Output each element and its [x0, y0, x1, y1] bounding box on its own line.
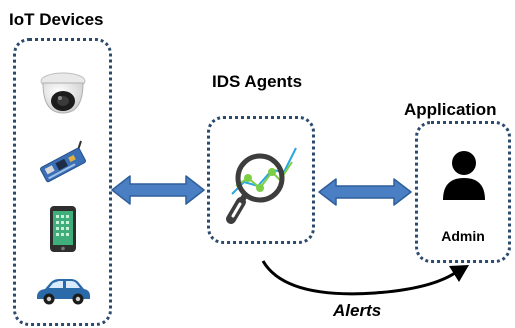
iot-devices-title: IoT Devices — [9, 10, 104, 29]
ids-application-bidirectional-arrow — [318, 178, 412, 206]
security-camera-icon — [31, 68, 95, 120]
ids-agents-title: IDS Agents — [212, 72, 303, 91]
iot-ids-bidirectional-arrow — [111, 175, 205, 205]
ids-agents-box — [207, 116, 315, 244]
admin-label: Admin — [441, 228, 485, 244]
magnifier-chart-icon — [226, 147, 297, 224]
car-icon — [31, 266, 95, 318]
application-title: Application — [404, 100, 497, 119]
application-box — [415, 121, 511, 263]
user-icon — [443, 151, 485, 200]
alerts-arrow — [261, 260, 469, 296]
circuit-board-icon — [31, 136, 95, 188]
iot-devices-box — [13, 38, 112, 326]
smartphone-icon — [31, 203, 95, 255]
alerts-label: Alerts — [333, 301, 382, 320]
